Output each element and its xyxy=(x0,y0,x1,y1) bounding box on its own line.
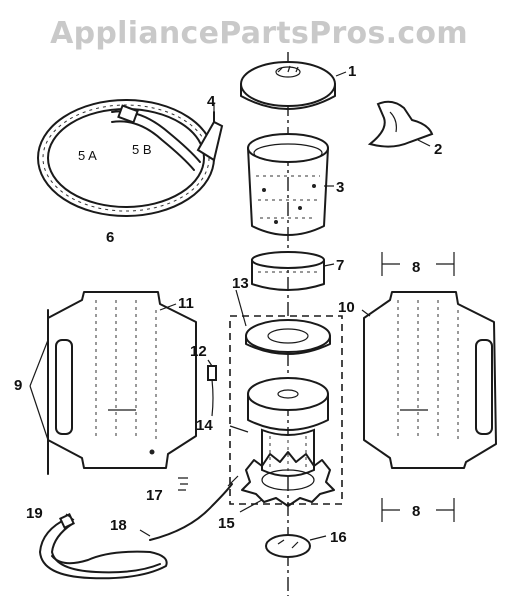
part-8-top-bar xyxy=(381,252,455,276)
callout-8-top: 8 xyxy=(412,259,420,276)
part-7-filter xyxy=(251,251,325,291)
part-16-bottom-cap xyxy=(265,534,311,558)
callout-19: 19 xyxy=(26,505,43,522)
part-8-bottom-bar xyxy=(381,498,455,522)
callout-12: 12 xyxy=(190,343,207,360)
callout-6: 6 xyxy=(106,229,114,246)
part-18-cord-lead xyxy=(149,475,239,541)
callout-13: 13 xyxy=(232,275,249,292)
part-14-motor xyxy=(247,377,329,477)
part-1-cap xyxy=(240,61,336,110)
callout-5b: 5 B xyxy=(132,142,152,157)
part-15-impeller xyxy=(241,451,335,507)
part-17-screw xyxy=(178,477,188,491)
callout-17: 17 xyxy=(146,487,163,504)
callout-1: 1 xyxy=(348,63,356,80)
callout-8-bottom: 8 xyxy=(412,503,420,520)
part-9-left-housing xyxy=(47,291,197,469)
leader-lines xyxy=(29,71,431,541)
callout-14: 14 xyxy=(196,417,213,434)
callout-10: 10 xyxy=(338,299,355,316)
part-2-nozzle xyxy=(367,100,434,148)
callout-11: 11 xyxy=(178,295,194,312)
part-12-switch xyxy=(207,365,217,417)
part-10-right-housing xyxy=(363,291,497,469)
callout-2: 2 xyxy=(434,141,442,158)
part-4-hose-end xyxy=(196,111,224,162)
callout-9: 9 xyxy=(14,377,22,394)
motor-group-outline xyxy=(229,315,343,505)
part-6-hose xyxy=(37,99,215,217)
callout-18: 18 xyxy=(110,517,127,534)
callout-5a: 5 A xyxy=(78,148,97,163)
part-19-power-cord xyxy=(39,513,168,580)
callout-15: 15 xyxy=(218,515,235,532)
callout-7: 7 xyxy=(336,257,344,274)
callout-16: 16 xyxy=(330,529,347,546)
part-3-canister xyxy=(247,133,329,236)
part-13-gasket xyxy=(245,319,331,355)
callout-4: 4 xyxy=(207,93,216,110)
watermark-text: AppliancePartsPros.com xyxy=(50,16,468,51)
callout-3: 3 xyxy=(336,179,344,196)
